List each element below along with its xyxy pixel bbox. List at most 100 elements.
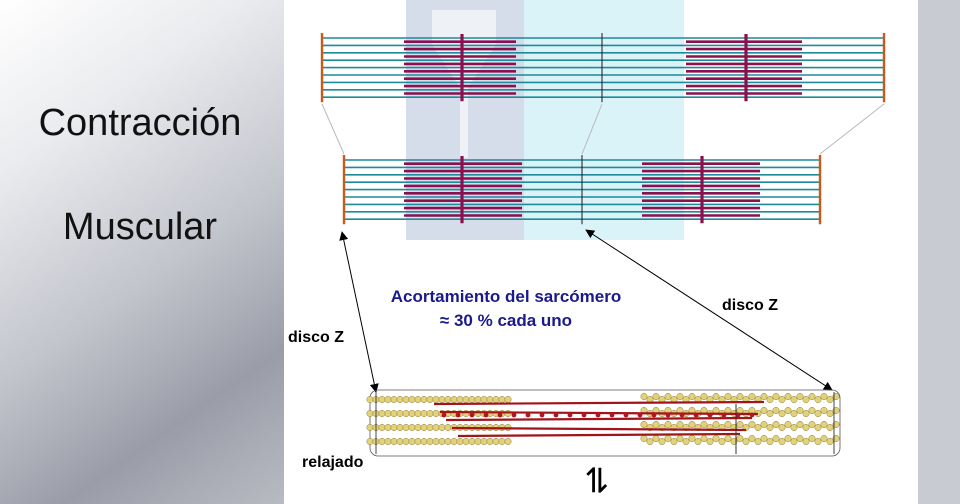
myosin-core	[433, 400, 765, 406]
actin-bead	[784, 393, 792, 400]
myosin-head	[581, 412, 587, 418]
actin-bead	[748, 393, 756, 400]
actin-bead	[408, 410, 416, 417]
title-line-contraccion: Contracción	[38, 102, 242, 144]
actin-bead	[760, 407, 768, 414]
actin-bead	[682, 438, 690, 445]
actin-bead	[402, 396, 410, 403]
actin-bead	[390, 396, 398, 403]
actin-bead	[784, 435, 792, 442]
actin-bead	[390, 438, 398, 445]
myosin-core	[445, 416, 753, 422]
relaxed-sarcomere-outline	[369, 389, 841, 457]
h-zone-funnel	[432, 10, 496, 158]
actin-bead	[724, 393, 732, 400]
actin-bead	[802, 438, 810, 445]
actin-bead	[790, 396, 798, 403]
actin-bead	[480, 438, 488, 445]
actin-bead	[432, 438, 440, 445]
actin-bead	[456, 438, 464, 445]
actin-bead	[802, 424, 810, 431]
actin-bead	[366, 438, 374, 445]
actin-bead	[414, 424, 422, 431]
actin-bead	[718, 438, 726, 445]
actin-bead	[402, 438, 410, 445]
z-disc-label-right: disco Z	[722, 297, 778, 314]
projection-line	[321, 103, 345, 155]
actin-bead	[384, 438, 392, 445]
actin-bead	[492, 438, 500, 445]
actin-bead	[438, 396, 446, 403]
actin-bead	[384, 410, 392, 417]
actin-bead	[474, 396, 482, 403]
actin-bead	[802, 410, 810, 417]
myosin-head	[679, 412, 685, 418]
actin-bead	[432, 396, 440, 403]
actin-bead	[402, 410, 410, 417]
actin-bead	[766, 396, 774, 403]
actin-bead	[396, 396, 404, 403]
actin-bead	[640, 421, 648, 428]
actin-bead	[814, 424, 822, 431]
actin-bead	[498, 438, 506, 445]
actin-bead	[742, 438, 750, 445]
actin-bead	[640, 435, 648, 442]
actin-bead	[706, 438, 714, 445]
actin-bead	[438, 424, 446, 431]
actin-bead	[826, 424, 834, 431]
actin-bead	[658, 438, 666, 445]
actin-bead	[468, 396, 476, 403]
myosin-head	[707, 412, 713, 418]
actin-bead	[426, 438, 434, 445]
actin-bead	[790, 424, 798, 431]
z-disc-label-left: disco Z	[288, 329, 344, 346]
actin-bead	[378, 396, 386, 403]
actin-bead	[748, 421, 756, 428]
actin-bead	[754, 438, 762, 445]
actin-bead	[808, 407, 816, 414]
actin-bead	[712, 393, 720, 400]
actin-bead	[420, 438, 428, 445]
actin-bead	[826, 410, 834, 417]
actin-bead	[676, 421, 684, 428]
actin-bead	[736, 421, 744, 428]
actin-bead	[444, 424, 452, 431]
actin-bead	[736, 393, 744, 400]
actin-bead	[664, 421, 672, 428]
myosin-head	[469, 412, 475, 418]
myosin-head	[553, 412, 559, 418]
actin-bead	[414, 396, 422, 403]
projection-line	[581, 103, 603, 155]
z-disc-arrow-right	[585, 229, 833, 391]
actin-bead	[772, 421, 780, 428]
actin-bead	[468, 438, 476, 445]
myosin-head	[539, 412, 545, 418]
actin-bead	[814, 438, 822, 445]
actin-bead	[676, 393, 684, 400]
myosin-head	[525, 412, 531, 418]
actin-bead	[378, 424, 386, 431]
relaxed-label: relajado	[302, 454, 364, 471]
projection-line	[819, 103, 885, 155]
actin-bead	[676, 435, 684, 442]
myosin-head	[735, 412, 741, 418]
actin-bead	[444, 438, 452, 445]
actin-bead	[796, 421, 804, 428]
projection-lines	[321, 103, 885, 155]
actin-bead	[808, 393, 816, 400]
shortening-label-2: ≈ 30 % cada uno	[440, 311, 572, 330]
actin-bead	[724, 421, 732, 428]
myosin-head	[483, 412, 489, 418]
actin-bead	[366, 396, 374, 403]
actin-bead	[474, 438, 482, 445]
myosin-head	[511, 412, 517, 418]
myosin-head	[455, 412, 461, 418]
actin-bead	[736, 435, 744, 442]
myosin-head	[721, 412, 727, 418]
myosin-head	[749, 412, 755, 418]
actin-bead	[790, 438, 798, 445]
actin-bead	[778, 410, 786, 417]
actin-bead	[760, 421, 768, 428]
myosin-head	[693, 412, 699, 418]
actin-bead	[688, 435, 696, 442]
